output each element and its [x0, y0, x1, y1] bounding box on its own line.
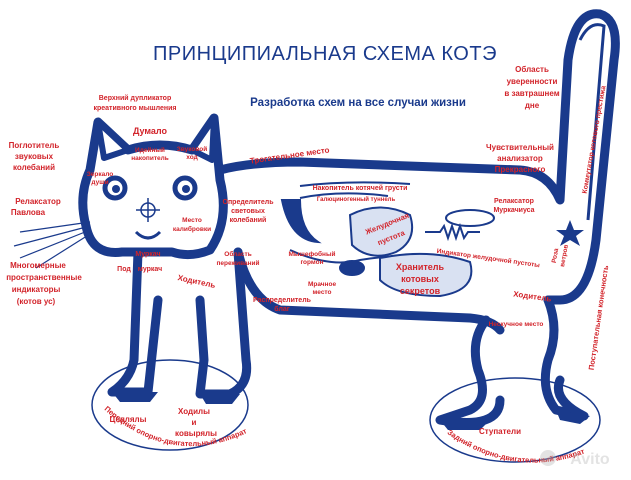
wind-rose-star-icon [556, 220, 584, 246]
label-stupateli: Ступатели [479, 427, 521, 436]
label-multidim-2: пространственные [6, 273, 82, 282]
right-ear [189, 115, 217, 163]
relaxator-murkachius [445, 209, 495, 227]
label-experience-2: переживаний [216, 259, 259, 267]
tail-inner-band [578, 23, 606, 221]
label-light-det-3: колебаний [230, 216, 267, 224]
label-sensitive-1: Чувствительный [486, 143, 554, 152]
paws [112, 392, 590, 430]
mouse-hormone-gland [339, 260, 365, 276]
lung-shape [280, 199, 322, 244]
watermark-text: Avito [570, 451, 610, 468]
cat-back-outline [215, 9, 620, 305]
label-ideal-1: Идейный [135, 146, 165, 154]
label-absorber-2: звуковых [15, 152, 54, 161]
front-right-paw [200, 394, 240, 404]
label-mouse-horm-2: гормон [300, 259, 323, 266]
front-leg-left-outline [107, 247, 163, 397]
label-murkach: Муркач [135, 251, 160, 258]
label-dumalo: Думало [133, 126, 168, 136]
label-top-duplicator-2: креативного мышления [93, 105, 176, 112]
secret-keeper-shape [379, 252, 473, 298]
internal-organs [280, 181, 495, 298]
label-confidence-4: дне [525, 101, 540, 110]
label-mouse-horm-1: Мышефобный [288, 250, 335, 258]
label-confidence-1: Область [515, 65, 549, 74]
label-calib-1: Место [182, 217, 202, 224]
front-ground-ellipse [91, 359, 249, 451]
label-multidim-1: Многомерные [10, 261, 66, 270]
label-sadness: Накопитель котячей грусти [313, 184, 408, 192]
label-good-distrib-2: благ [274, 305, 289, 313]
label-absorber-1: Поглотитель [9, 141, 60, 150]
label-sound-2: ход [186, 154, 197, 161]
label-hallucinogen: Галюциногенный туннель [317, 196, 396, 203]
rear-leg-left-outline [435, 315, 505, 427]
label-relaxator-pavlov-2: Павлова [11, 208, 46, 217]
crosshair-icon [136, 198, 160, 222]
label-wind-rose-2: ветров [559, 244, 570, 267]
label-tseplyaly: Цеплялы [110, 415, 147, 424]
label-mirrors-2: души [91, 179, 108, 186]
label-confidence-2: уверенности [507, 77, 558, 86]
stomach-shape [348, 206, 414, 257]
label-multidim-3: индикаторы [12, 285, 61, 294]
label-sensitive-2: анализатор [497, 154, 543, 163]
label-murk-relax-2: Муркачиуса [493, 207, 534, 214]
label-light-det-1: Определитель [223, 199, 275, 206]
label-sound-1: Звуковой [177, 145, 208, 153]
sadness-accumulator [299, 181, 411, 187]
label-relaxator-pavlov-1: Релаксатор [15, 197, 61, 206]
hallucinogenic-tunnel [299, 192, 389, 199]
label-light-det-2: световых [231, 208, 265, 215]
label-pod-murkach: Под [117, 266, 131, 273]
whiskers [13, 221, 91, 269]
cat-body-outline [78, 9, 620, 427]
right-pupil [182, 185, 190, 193]
rear-left-paw [440, 420, 490, 430]
label-hodily-1: Ходилы [178, 407, 210, 416]
spring-coil [425, 222, 480, 242]
label-absorber-3: колебаний [13, 163, 55, 172]
rear-ground-ellipse [429, 377, 601, 463]
avito-watermark: Avito [540, 450, 610, 468]
label-good-distrib-1: Распределитель [253, 297, 312, 304]
label-ideal-2: накопитель [131, 155, 169, 162]
label-walker-front: Ходитель [177, 273, 216, 290]
label-experience-1: Область [224, 250, 251, 258]
label-calib-2: калибровки [173, 225, 211, 233]
left-ear [95, 119, 131, 161]
label-sensitive-3: Прекрасного [495, 165, 546, 174]
label-wind-rose-1: Роза [551, 247, 561, 263]
label-multidim-4: (котов ус) [17, 297, 56, 306]
front-left-paw [112, 392, 158, 402]
diagram-title: ПРИНЦИПИАЛЬНАЯ СХЕМА КОТЭ [153, 43, 497, 65]
label-mirrors-1: Зеркало [87, 171, 114, 178]
label-walker-rear: Ходитель [513, 289, 552, 303]
left-pupil [112, 185, 120, 193]
avito-logo-icon [540, 450, 556, 466]
rear-right-paw [556, 410, 590, 424]
label-dark-place-2: место [312, 289, 331, 296]
label-hodily-2: и [192, 418, 197, 427]
label-dark-place-1: Мрачное [308, 281, 337, 288]
label-confidence-3: в завтрашнем [504, 89, 559, 98]
rear-leg-right-outline [540, 295, 589, 421]
cat-belly-outline [233, 247, 505, 335]
label-pod-murkach-2: муркач [138, 266, 162, 273]
cat-mouth [134, 230, 162, 240]
cat-eyes [102, 175, 198, 201]
label-boring-place: Нескучное место [489, 321, 544, 328]
label-top-duplicator-1: Верхний дупликатор [99, 94, 172, 102]
label-keeper-3: секретов [400, 286, 441, 296]
label-murk-relax-1: Релаксатор [494, 198, 534, 205]
label-hodily-3: ковырялы [175, 429, 217, 438]
diagram-subtitle: Разработка схем на все случаи жизни [250, 97, 466, 109]
label-keeper-1: Хранитель [396, 262, 445, 272]
label-keeper-2: котовых [401, 274, 439, 284]
